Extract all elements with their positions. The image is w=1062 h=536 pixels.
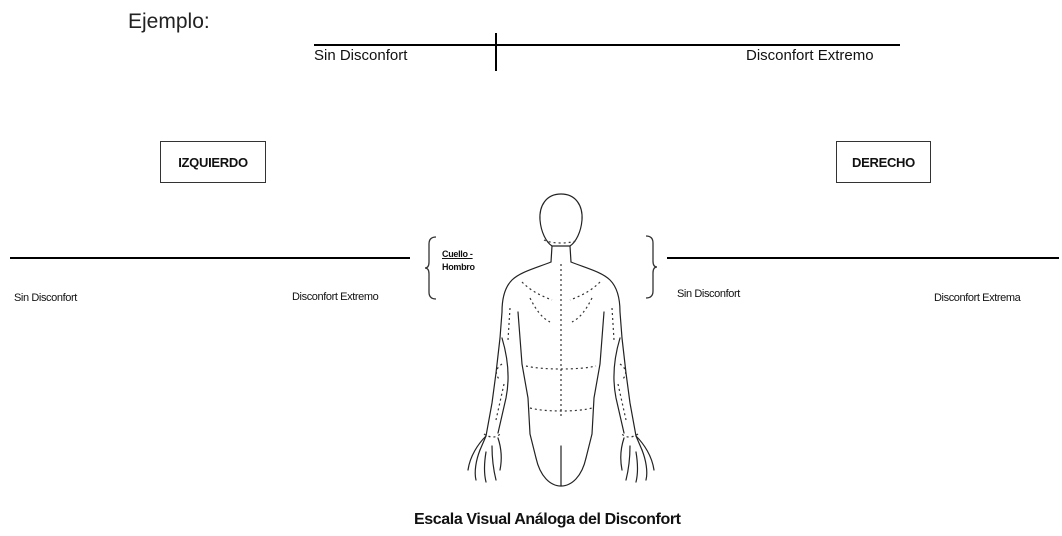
right-side-label: DERECHO	[836, 141, 931, 183]
right-vas-line	[667, 257, 1059, 259]
example-scale-start-label: Sin Disconfort	[314, 47, 407, 64]
example-heading: Ejemplo:	[128, 10, 210, 34]
scapula-left-dotted	[530, 298, 550, 322]
example-scale-line	[314, 44, 900, 46]
body-figure	[456, 188, 666, 498]
upper-arm-dotted-left	[508, 308, 510, 340]
example-scale-end-label: Disconfort Extremo	[746, 47, 874, 64]
left-vas-start-label: Sin Disconfort	[14, 292, 77, 304]
waist-dotted-line	[526, 366, 596, 369]
example-scale-marker	[495, 33, 497, 71]
neck-dotted-line	[544, 240, 578, 243]
left-vas-line	[10, 257, 410, 259]
right-vas-end-label: Disconfort Extrema	[934, 292, 1020, 304]
upper-arm-dotted-right	[612, 308, 614, 340]
head-outline	[540, 194, 582, 246]
figure-caption: Escala Visual Análoga del Disconfort	[414, 511, 681, 529]
left-hand	[468, 436, 501, 482]
right-vas-start-label: Sin Disconfort	[677, 288, 740, 300]
left-vas-end-label: Disconfort Extremo	[292, 291, 378, 303]
scapula-right-dotted	[572, 298, 592, 322]
left-brace-icon	[424, 236, 438, 300]
right-hand	[621, 436, 654, 482]
neck-outline	[551, 246, 571, 262]
left-side-label: IZQUIERDO	[160, 141, 266, 183]
